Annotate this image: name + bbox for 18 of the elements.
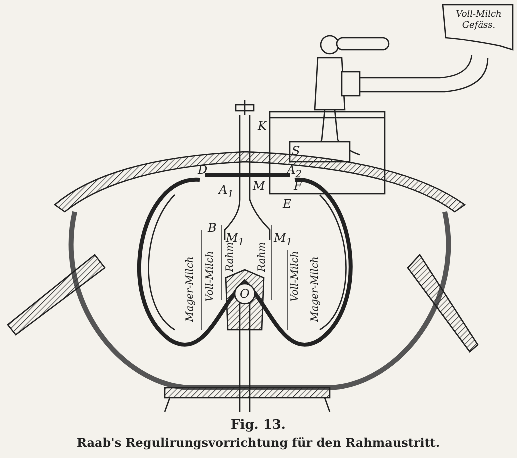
part-letter: K xyxy=(258,120,267,132)
part-letter: M$_{1}$ xyxy=(274,232,293,248)
vessel-drawing xyxy=(440,2,515,54)
part-letter: A$_{1}$ xyxy=(219,184,234,200)
chamber-label: Voll-Milch xyxy=(291,251,301,302)
figure-number: Fig. 13. xyxy=(231,418,286,433)
chamber-label: Mager-Milch xyxy=(311,256,321,322)
chamber-label: Mager-Milch xyxy=(186,256,196,322)
figure-caption: Raab's Regulirungsvorrichtung für den Rahmaustritt. xyxy=(76,436,440,450)
vessel-label: Voll-Milch Gefäss. xyxy=(455,10,503,32)
chamber-label: Rahm xyxy=(226,242,236,272)
part-letter: E xyxy=(283,198,292,210)
part-letter: S xyxy=(292,145,300,157)
part-letter: O xyxy=(240,288,250,300)
part-letter: B xyxy=(208,222,217,234)
chamber-label: Voll-Milch xyxy=(206,251,216,302)
part-letter: M xyxy=(253,180,266,192)
chamber-label: Rahm xyxy=(258,242,268,272)
